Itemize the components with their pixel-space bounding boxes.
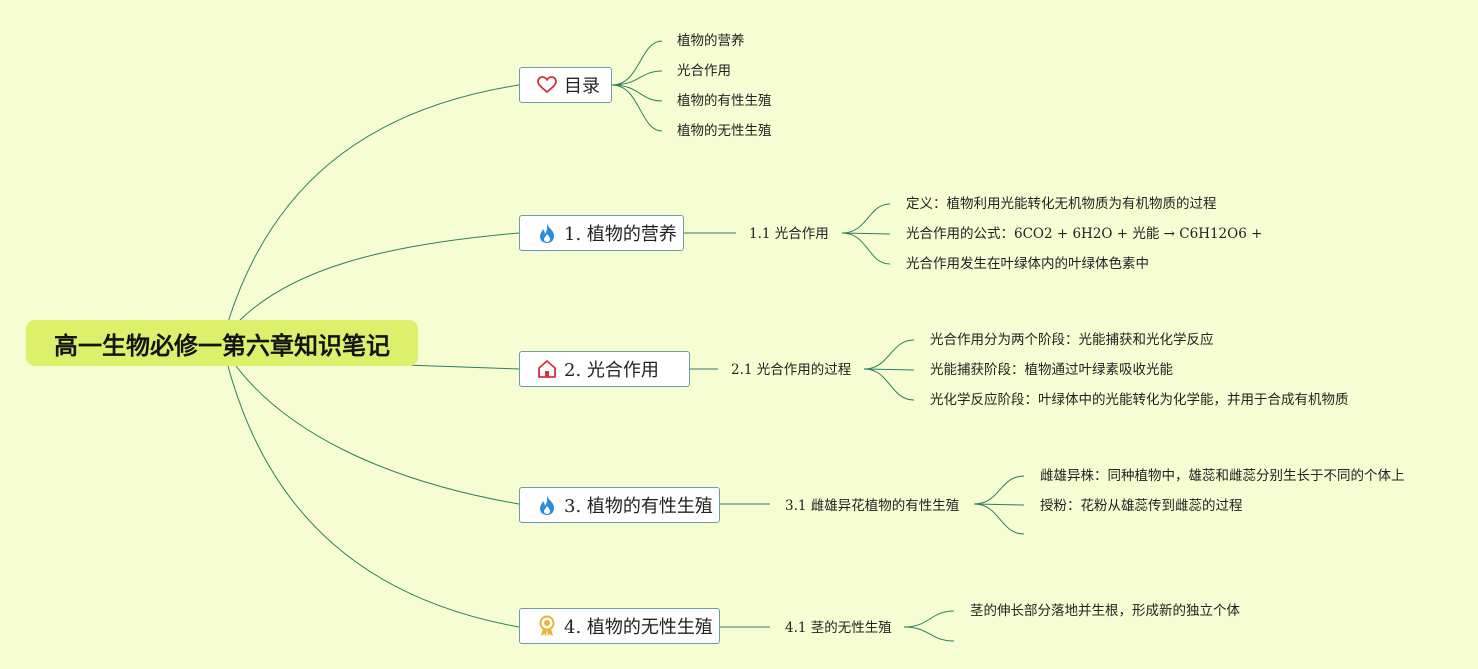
connector-toc-3 — [611, 84, 663, 102]
branch-sexual-reproduction[interactable]: 3. 植物的有性生殖 — [519, 487, 720, 523]
connector-root-b3 — [235, 365, 520, 505]
connector-root-b1 — [237, 232, 520, 323]
connector-b1-leaf-2 — [841, 232, 891, 235]
connector-b3-leaf-3 — [973, 503, 1025, 535]
branch-asexual-reproduction-label: 4. 植物的无性生殖 — [564, 617, 713, 638]
branch-nutrition-label: 1. 植物的营养 — [564, 224, 677, 245]
heart-icon — [536, 74, 558, 96]
topic-process[interactable]: 2.1 光合作用的过程 — [731, 362, 852, 378]
connector-b1-leaf-1 — [841, 203, 891, 234]
branch-photosynthesis[interactable]: 2. 光合作用 — [519, 351, 690, 387]
topic-photosynthesis[interactable]: 1.1 光合作用 — [749, 226, 829, 242]
root-node[interactable]: 高一生物必修一第六章知识笔记 — [26, 320, 418, 366]
connector-b2-leaf-3 — [863, 368, 915, 401]
note-leaf[interactable]: 光合作用的公式：6CO2 + 6H2O + 光能 → C6H12O6 + — [906, 226, 1263, 242]
connector-b2-leaf-1 — [863, 339, 915, 370]
connector-b3-leaf-1 — [973, 475, 1025, 505]
topic-dioecious[interactable]: 3.1 雌雄异花植物的有性生殖 — [785, 498, 960, 514]
branch-nutrition[interactable]: 1. 植物的营养 — [519, 215, 684, 251]
connector-toc-4 — [611, 84, 663, 132]
toc-item[interactable]: 光合作用 — [677, 63, 731, 79]
connector-b3-leaf-2 — [973, 503, 1025, 506]
home-icon — [536, 358, 558, 380]
note-leaf[interactable]: 授粉：花粉从雄蕊传到雌蕊的过程 — [1040, 498, 1243, 514]
connector-root-b2 — [404, 364, 520, 370]
note-leaf[interactable]: 茎的伸长部分落地并生根，形成新的独立个体 — [970, 603, 1240, 619]
fire-icon — [536, 494, 558, 516]
branch-sexual-reproduction-label: 3. 植物的有性生殖 — [564, 496, 713, 517]
toc-item[interactable]: 植物的营养 — [677, 33, 745, 49]
note-leaf[interactable]: 光合作用分为两个阶段：光能捕获和光化学反应 — [930, 332, 1214, 348]
note-leaf[interactable]: 光合作用发生在叶绿体内的叶绿体色素中 — [906, 256, 1149, 272]
connector-b1-leaf-3 — [841, 232, 891, 265]
fire-icon — [536, 222, 558, 244]
connector-toc-2 — [611, 70, 663, 86]
note-leaf[interactable]: 光化学反应阶段：叶绿体中的光能转化为化学能，并用于合成有机物质 — [930, 392, 1349, 408]
connector-b2-leaf-2 — [863, 368, 915, 371]
branch-asexual-reproduction[interactable]: 4. 植物的无性生殖 — [519, 608, 720, 644]
toc-item[interactable]: 植物的有性生殖 — [677, 93, 772, 109]
note-leaf[interactable]: 光能捕获阶段：植物通过叶绿素吸收光能 — [930, 362, 1173, 378]
connector-b4-leaf-2 — [903, 626, 955, 642]
note-leaf[interactable]: 定义：植物利用光能转化无机物质为有机物质的过程 — [906, 196, 1217, 212]
award-icon — [536, 615, 558, 637]
note-leaf[interactable]: 雌雄异株：同种植物中，雄蕊和雌蕊分别生长于不同的个体上 — [1040, 468, 1405, 484]
connector-root-b4 — [227, 365, 520, 628]
toc-item[interactable]: 植物的无性生殖 — [677, 123, 772, 139]
connector-toc-1 — [611, 40, 663, 86]
root-title: 高一生物必修一第六章知识笔记 — [54, 331, 390, 360]
branch-photosynthesis-label: 2. 光合作用 — [564, 360, 659, 381]
connector-b4-leaf-1 — [903, 610, 955, 628]
connector-root-toc — [227, 84, 520, 323]
branch-toc-label: 目录 — [564, 76, 600, 97]
topic-stem[interactable]: 4.1 茎的无性生殖 — [785, 620, 892, 636]
branch-toc[interactable]: 目录 — [519, 67, 612, 103]
